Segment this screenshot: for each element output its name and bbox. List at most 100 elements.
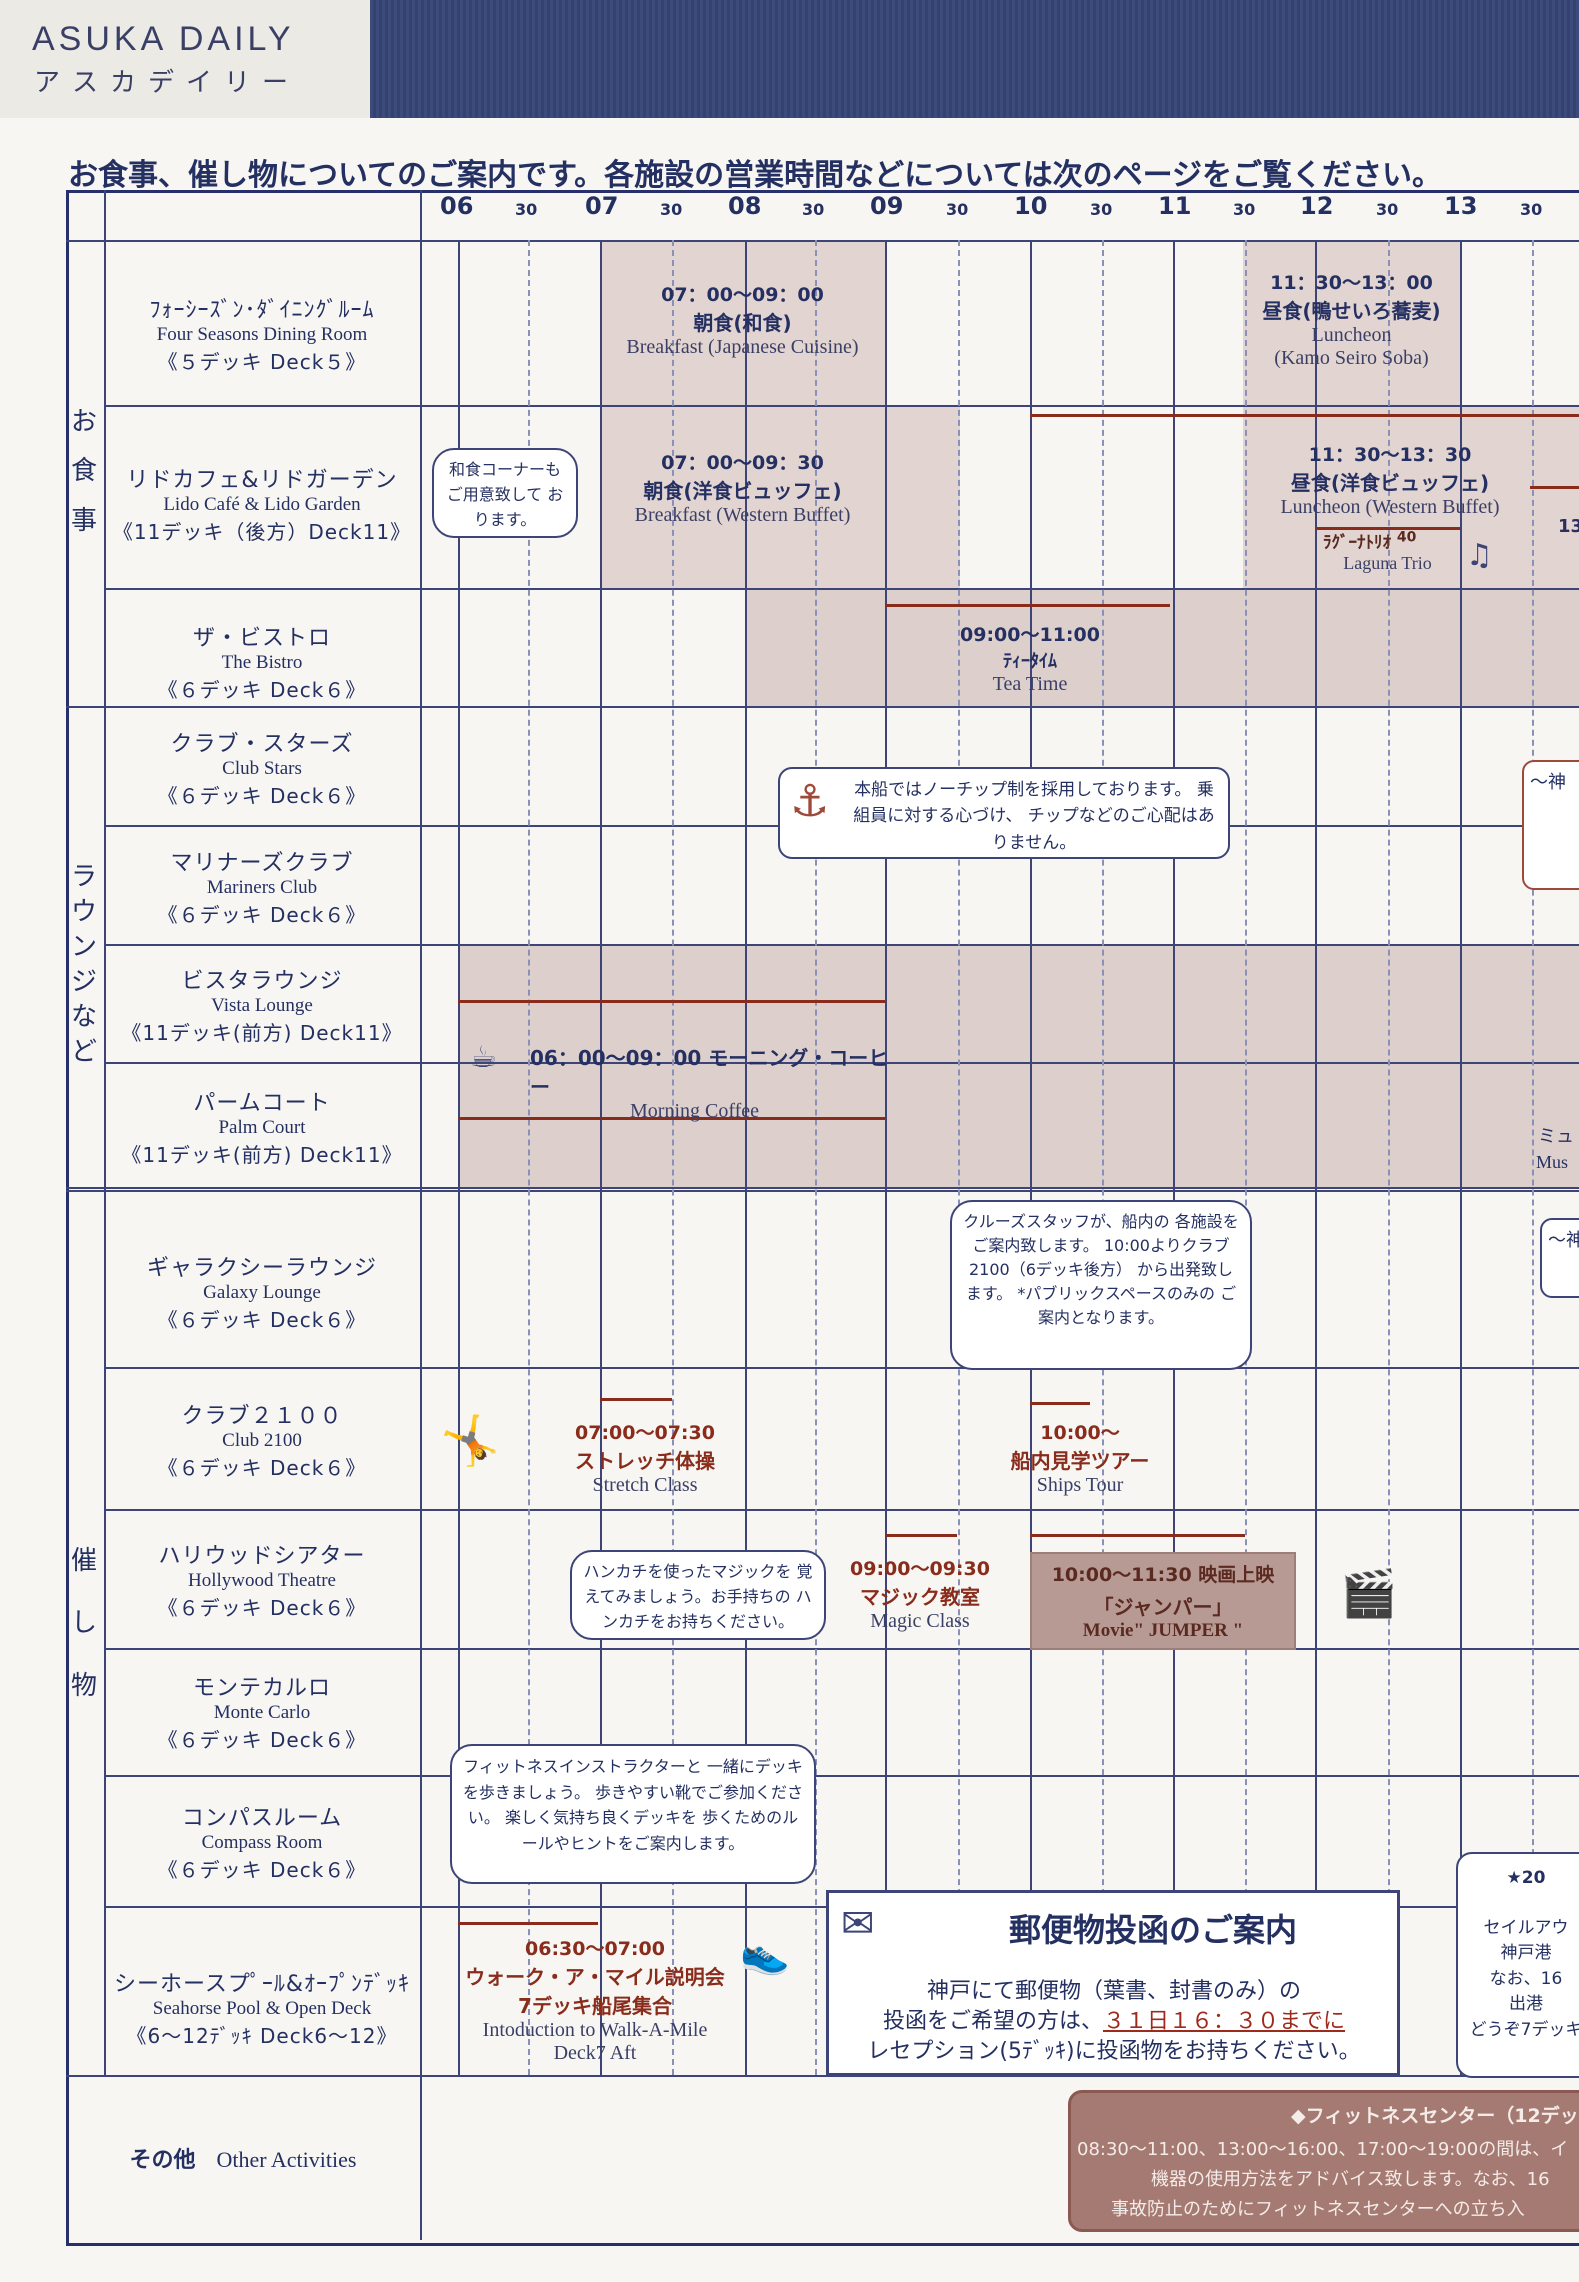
event-time: 07：00～09：00 — [661, 284, 824, 306]
fitness-line1: 08:30～11:00、13:00～16:00、17:00～19:00の間は、イ — [1077, 2139, 1569, 2160]
edge-line: ★20 — [1506, 1868, 1546, 1888]
mail-line1: 神戸にて郵便物（葉書、封書のみ）の — [926, 1979, 1301, 2004]
edge-line: セイルアウ — [1483, 1917, 1569, 1938]
category-events: 催し物 — [64, 1530, 104, 1717]
event-jp: 朝食(和食) — [693, 311, 792, 335]
event-en: Breakfast (Western Buffet) — [634, 504, 851, 526]
venue-galaxy: ギャラクシーラウンジ Galaxy Lounge 《６デッキ Deck６》 — [106, 1250, 418, 1333]
grid-line — [104, 1509, 1579, 1511]
other-en: Other Activities — [216, 2147, 357, 2172]
venue-jp: ﾌｫｰｼｰｽﾞﾝ･ﾀﾞｲﾆﾝｸﾞﾙｰﾑ — [149, 298, 375, 323]
venue-en: Seahorse Pool & Open Deck — [152, 1998, 372, 2019]
venue-jp: コンパスルーム — [181, 1806, 343, 1831]
category-char: お — [70, 407, 97, 437]
hour-line — [1315, 240, 1317, 2075]
half-label: 30 — [660, 200, 683, 219]
venue-deck: 《６デッキ Deck６》 — [157, 1456, 367, 1480]
category-char: 催 — [70, 1546, 97, 1576]
event-en: Magic Class — [870, 1610, 970, 1632]
note-bubble-lido: 和食コーナーも ご用意致して おります。 — [432, 448, 578, 538]
event-jp: 船内見学ツアー — [1010, 1449, 1150, 1473]
hour-label: 09 — [870, 192, 904, 220]
duration-arrow — [1030, 414, 1579, 417]
fitness-line3: 事故防止のためにフィットネスセンターへの立ち入 — [1111, 2199, 1525, 2220]
shade-bistro — [745, 588, 1579, 706]
grid-line — [104, 588, 1579, 590]
venue-deck: 《６デッキ Deck６》 — [157, 1728, 367, 1752]
tour-note: クルーズスタッフが、船内の 各施設をご案内致します。 10:00よりクラブ210… — [950, 1200, 1252, 1370]
event-en: Intoduction to Walk-A-Mile — [482, 2019, 708, 2041]
half-line — [815, 240, 818, 2075]
intro-text: お食事、催し物についてのご案内です。各施設の営業時間などについては次のページをご… — [68, 158, 1442, 193]
grid-line — [66, 2075, 1579, 2077]
venue-four-seasons: ﾌｫｰｼｰｽﾞﾝ･ﾀﾞｲﾆﾝｸﾞﾙｰﾑ Four Seasons Dining … — [106, 292, 418, 375]
event-fs-breakfast: 07：00～09：00 朝食(和食) Breakfast (Japanese C… — [600, 280, 885, 359]
venue-jp: クラブ２１００ — [181, 1404, 343, 1429]
palm-right-en: Mus — [1536, 1152, 1569, 1172]
grid-line — [420, 190, 422, 2240]
duration-arrow — [458, 1000, 885, 1003]
event-coffee: 06：00～09：00 モーニング・コーヒー Morning Coffee — [530, 1042, 890, 1123]
venue-deck: 《６デッキ Deck６》 — [157, 784, 367, 808]
venue-en: Galaxy Lounge — [203, 1282, 321, 1303]
venue-seahorse: シーホースプﾟｰﾙ&ｵｰﾌﾟﾝﾃﾞｯｷ Seahorse Pool & Open… — [106, 1966, 418, 2049]
venue-monte-carlo: モンテカルロ Monte Carlo 《６デッキ Deck６》 — [106, 1670, 418, 1753]
walk-note: フィットネスインストラクターと 一緒にデッキを歩きましょう。 歩きやすい靴でご参… — [450, 1744, 816, 1884]
venue-jp: シーホースプﾟｰﾙ&ｵｰﾌﾟﾝﾃﾞｯｷ — [113, 1972, 411, 1997]
event-en: Stretch Class — [592, 1474, 698, 1496]
grid-line — [104, 405, 1579, 407]
event-lido-breakfast: 07：00～09：30 朝食(洋食ビュッフェ) Breakfast (Weste… — [600, 448, 885, 527]
hour-label: 12 — [1300, 192, 1334, 220]
envelope-icon: ✉ — [841, 1901, 875, 1947]
venue-club2100: クラブ２１００ Club 2100 《６デッキ Deck６》 — [106, 1398, 418, 1481]
mail-line3: レセプション(5ﾃﾞｯｷ)に投函物をお持ちください。 — [867, 2039, 1361, 2064]
event-stretch: 07:00～07:30 ストレッチ体操 Stretch Class — [545, 1418, 745, 1497]
edge-line: なお、16 — [1489, 1968, 1563, 1989]
venue-jp: マリナーズクラブ — [170, 851, 354, 876]
event-tea: 09:00～11:00 ﾃｨｰﾀｲﾑ Tea Time — [885, 620, 1175, 696]
clapperboard-icon: 🎬 — [1340, 1566, 1398, 1620]
anchor-icon: ⚓ — [790, 776, 830, 827]
hour-label: 10 — [1014, 192, 1048, 220]
category-char: ど — [70, 1037, 97, 1068]
half-label: 30 — [1520, 200, 1543, 219]
venue-compass: コンパスルーム Compass Room 《６デッキ Deck６》 — [106, 1800, 418, 1883]
category-char: ラ — [70, 862, 97, 892]
event-en: Breakfast (Japanese Cuisine) — [626, 336, 859, 358]
event-en: Luncheon — [1311, 324, 1392, 346]
category-char: 食 — [70, 456, 97, 487]
event-lido-lunch: 11：30～13：30 昼食(洋食ビュッフェ) Luncheon (Wester… — [1245, 440, 1535, 519]
event-jp: ﾃｨｰﾀｲﾑ — [1003, 651, 1057, 672]
mail-title: 郵便物投函のご案内 — [1009, 1911, 1298, 1949]
venue-jp: パームコート — [193, 1091, 331, 1116]
tip-notice: 本船ではノーチップ制を採用しております。 乗組員に対する心づけ、 チップなどのご… — [778, 767, 1230, 859]
schedule-grid — [66, 190, 1579, 2246]
duration-arrow — [885, 604, 1170, 607]
venue-en: Palm Court — [218, 1117, 306, 1138]
event-fs-lunch: 11：30～13：00 昼食(鴨せいろ蕎麦) Luncheon (Kamo Se… — [1243, 268, 1460, 370]
category-char: ウ — [70, 897, 97, 928]
palm-right-jp: ミュ — [1538, 1126, 1574, 1147]
venue-en: Club Stars — [222, 758, 302, 779]
event-en: Morning Coffee — [630, 1100, 760, 1122]
category-char: ン — [70, 932, 97, 963]
venue-en: Compass Room — [201, 1832, 323, 1853]
venue-deck: 《６デッキ Deck６》 — [157, 903, 367, 927]
half-label: 30 — [802, 200, 825, 219]
venue-deck: 《６デッキ Deck６》 — [157, 678, 367, 702]
hour-label: 11 — [1158, 192, 1192, 220]
header-stripes — [370, 0, 1579, 118]
mail-line2: 投函をご希望の方は、３１日１６：３０までに — [829, 2003, 1399, 2035]
venue-club-stars: クラブ・スターズ Club Stars 《６デッキ Deck６》 — [106, 726, 418, 809]
venue-jp: リドカフェ&リドガーデン — [126, 468, 398, 493]
event-time: 09:00～11:00 — [960, 624, 1100, 646]
category-char: ジ — [70, 967, 97, 998]
venue-en: Monte Carlo — [213, 1702, 311, 1723]
edge-line: 出港 — [1509, 1994, 1543, 2014]
other-jp: その他 — [129, 2148, 196, 2173]
grid-line — [104, 1062, 1579, 1064]
category-char: 物 — [70, 1670, 97, 1701]
shade-breakfast — [600, 240, 885, 588]
half-label: 30 — [515, 200, 538, 219]
edge-box-stars: ～神 — [1522, 760, 1579, 890]
